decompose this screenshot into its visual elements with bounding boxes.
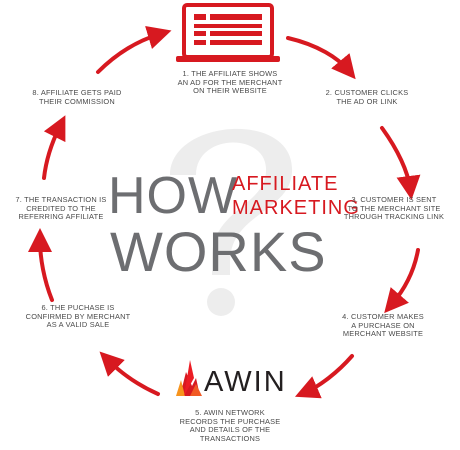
step-6: 6. THE PUCHASE IS CONFIRMED BY MERCHANT …: [25, 303, 131, 330]
awin-logo-text: AWIN: [204, 366, 287, 398]
arrow-2-to-3: [380, 126, 421, 200]
arrow-7-to-8: [42, 115, 66, 180]
arrow-4-to-5: [294, 354, 354, 399]
laptop-icon: [176, 3, 280, 62]
title-works: WORKS: [110, 220, 327, 283]
question-mark-watermark: [170, 128, 293, 316]
title-how: HOW: [108, 167, 239, 225]
arrow-1-to-2: [286, 36, 356, 80]
title-affiliate: AFFILIATE: [232, 173, 339, 195]
arrow-5-to-6: [99, 351, 160, 396]
cycle-arrows: [28, 25, 421, 399]
step-1: 1. THE AFFILIATE SHOWS AN AD FOR THE MER…: [177, 69, 283, 96]
step-4: 4. CUSTOMER MAKES A PURCHASE ON MERCHANT…: [342, 312, 424, 339]
arrow-3-to-4: [384, 248, 420, 314]
arrow-8-to-1: [96, 25, 172, 74]
title-marketing: MARKETING: [232, 197, 360, 219]
step-8: 8. AFFILIATE GETS PAID THEIR COMMISSION: [32, 88, 122, 106]
step-2: 2. CUSTOMER CLICKS THE AD OR LINK: [325, 88, 409, 106]
step-3: 3. CUSTOMER IS SENT TO THE MERCHANT SITE…: [343, 195, 445, 222]
step-5: 5. AWIN NETWORK RECORDS THE PURCHASE AND…: [179, 408, 281, 443]
step-7: 7. THE TRANSACTION IS CREDITED TO THE RE…: [15, 195, 107, 222]
awin-flame-icon: [176, 360, 202, 396]
arrow-6-to-7: [28, 228, 54, 302]
